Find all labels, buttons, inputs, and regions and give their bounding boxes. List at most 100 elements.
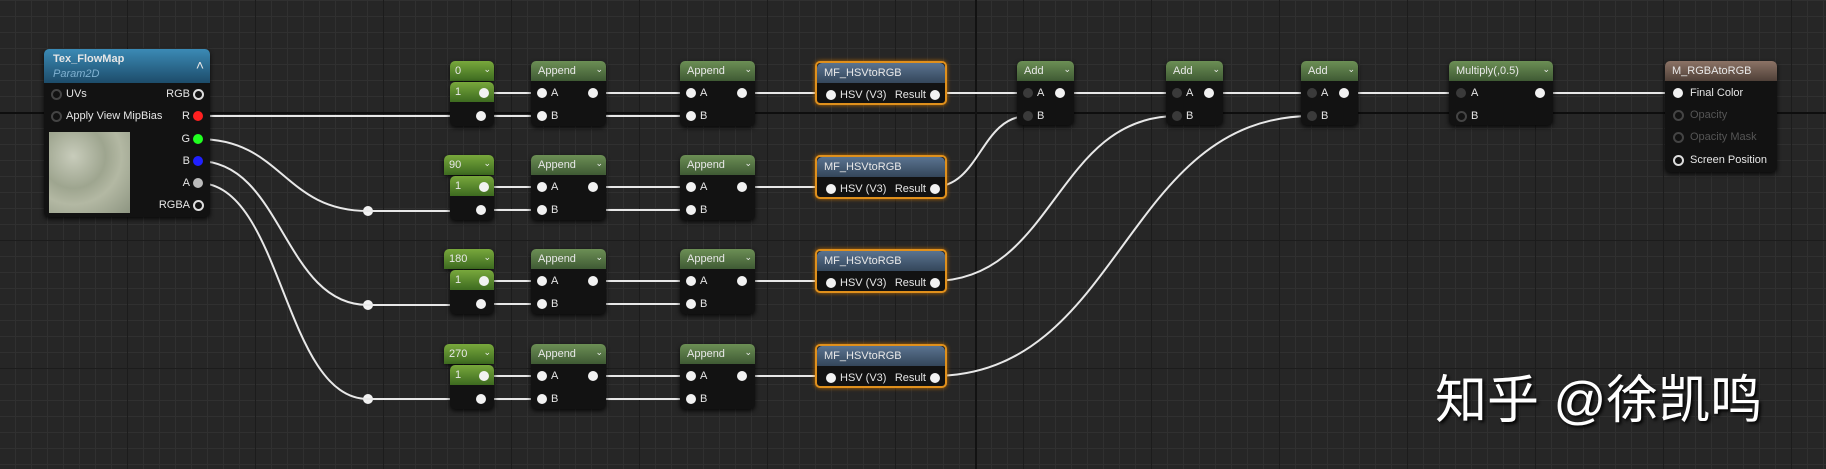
input-a-pin[interactable] xyxy=(1307,88,1317,98)
output-pin-1[interactable] xyxy=(193,111,203,121)
uvs-pin[interactable] xyxy=(50,88,62,100)
output-input-pin-1[interactable] xyxy=(1672,109,1684,121)
input-a-pin[interactable] xyxy=(537,182,547,192)
chevron-down-icon[interactable]: ⌄ xyxy=(483,347,491,357)
hsv-input-pin[interactable] xyxy=(826,90,836,100)
wire[interactable] xyxy=(932,115,1029,188)
output-pin[interactable] xyxy=(588,276,598,286)
output-input-pin-0[interactable] xyxy=(1673,88,1683,98)
output-pin[interactable] xyxy=(588,371,598,381)
input-b-pin[interactable] xyxy=(1307,111,1317,121)
chevron-down-icon[interactable]: ⌄ xyxy=(744,64,752,74)
chevron-down-icon[interactable]: ⌄ xyxy=(744,347,752,357)
chevron-down-icon[interactable]: ⌄ xyxy=(1212,64,1220,74)
chevron-down-icon[interactable]: ⌄ xyxy=(483,64,491,74)
input-a-pin[interactable] xyxy=(686,182,696,192)
result-output-pin[interactable] xyxy=(930,184,940,194)
hue-constant-node[interactable]: 90⌄ xyxy=(444,155,494,175)
constant-output-pin[interactable] xyxy=(479,182,489,192)
input-a-pin[interactable] xyxy=(1172,88,1182,98)
input-b-pin[interactable] xyxy=(1172,111,1182,121)
result-output-pin[interactable] xyxy=(930,278,940,288)
output-pin[interactable] xyxy=(737,371,747,381)
chevron-down-icon[interactable]: ⌄ xyxy=(1542,64,1550,74)
input-b-pin[interactable] xyxy=(537,394,547,404)
output-pin[interactable] xyxy=(1055,88,1065,98)
input-b-pin[interactable] xyxy=(1023,111,1033,121)
input-b-pin[interactable] xyxy=(686,394,696,404)
input-b-pin[interactable] xyxy=(537,205,547,215)
input-a-pin[interactable] xyxy=(537,371,547,381)
hue-constant-node[interactable]: 270⌄ xyxy=(444,344,494,364)
wire[interactable] xyxy=(197,182,369,400)
output-pin[interactable] xyxy=(588,88,598,98)
input-b-pin[interactable] xyxy=(686,205,696,215)
constant-row-pin[interactable] xyxy=(476,111,486,121)
wire[interactable] xyxy=(932,115,1313,377)
chevron-down-icon[interactable]: ⌄ xyxy=(595,64,603,74)
wire[interactable] xyxy=(932,115,1178,282)
one-constant-node[interactable]: 1 xyxy=(450,176,494,220)
output-pin[interactable] xyxy=(737,182,747,192)
constant-row-pin[interactable] xyxy=(476,205,486,215)
hsv-input-pin[interactable] xyxy=(826,184,836,194)
output-pin[interactable] xyxy=(1535,88,1545,98)
chevron-up-icon[interactable]: ˄ xyxy=(195,57,204,73)
wire[interactable] xyxy=(197,138,369,212)
hsv-input-pin[interactable] xyxy=(826,278,836,288)
mipbias-pin[interactable] xyxy=(50,110,62,122)
one-constant-node[interactable]: 1 xyxy=(450,270,494,314)
constant-output-pin[interactable] xyxy=(479,371,489,381)
output-input-pin-3[interactable] xyxy=(1672,154,1684,166)
constant-output-pin[interactable] xyxy=(479,88,489,98)
input-b-pin[interactable] xyxy=(1455,110,1467,122)
constant-row-pin[interactable] xyxy=(476,394,486,404)
hsv-input-pin[interactable] xyxy=(826,373,836,383)
output-pin-0[interactable] xyxy=(192,88,204,100)
input-b-pin[interactable] xyxy=(686,299,696,309)
chevron-down-icon[interactable]: ⌄ xyxy=(595,252,603,262)
chevron-down-icon[interactable]: ⌄ xyxy=(595,158,603,168)
chevron-down-icon[interactable]: ⌄ xyxy=(1347,64,1355,74)
input-a-pin[interactable] xyxy=(686,88,696,98)
input-a-pin[interactable] xyxy=(1456,88,1466,98)
constant-output-pin[interactable] xyxy=(479,276,489,286)
chevron-down-icon[interactable]: ⌄ xyxy=(483,158,491,168)
constant-row-pin[interactable] xyxy=(476,299,486,309)
hue-constant-node[interactable]: 180⌄ xyxy=(444,249,494,269)
output-pin[interactable] xyxy=(737,276,747,286)
input-b-pin[interactable] xyxy=(686,111,696,121)
input-a-pin[interactable] xyxy=(537,276,547,286)
input-b-pin[interactable] xyxy=(537,111,547,121)
input-a-pin[interactable] xyxy=(1023,88,1033,98)
input-a-pin[interactable] xyxy=(537,88,547,98)
output-input-pin-2[interactable] xyxy=(1672,131,1684,143)
output-pin-5[interactable] xyxy=(192,199,204,211)
output-pin[interactable] xyxy=(588,182,598,192)
result-output-pin[interactable] xyxy=(930,373,940,383)
output-pin-2[interactable] xyxy=(193,134,203,144)
input-a-pin[interactable] xyxy=(686,371,696,381)
chevron-down-icon[interactable]: ⌄ xyxy=(483,252,491,262)
chevron-down-icon[interactable]: ⌄ xyxy=(1063,64,1071,74)
chevron-down-icon[interactable]: ⌄ xyxy=(744,158,752,168)
output-pin[interactable] xyxy=(1204,88,1214,98)
output-pin-3[interactable] xyxy=(193,156,203,166)
result-output-pin[interactable] xyxy=(930,90,940,100)
